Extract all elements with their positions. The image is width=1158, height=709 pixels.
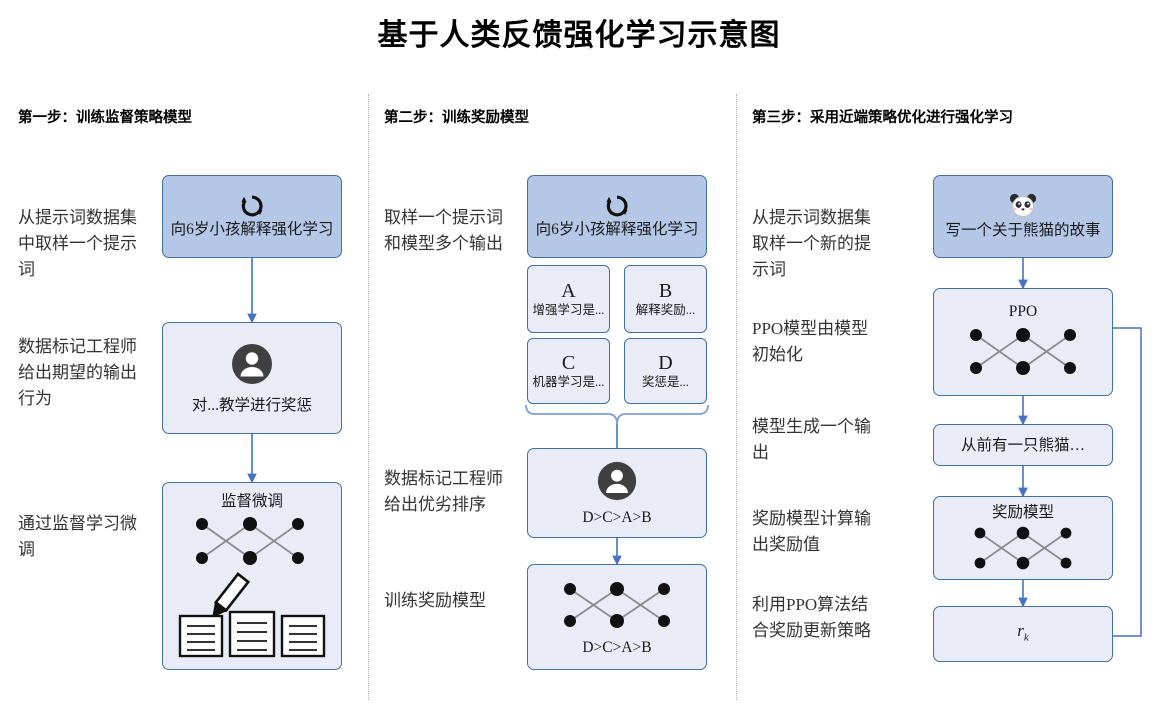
prompt-box-step1-text: 向6岁小孩解释强化学习 xyxy=(170,221,334,238)
refresh-loop-icon xyxy=(604,193,630,219)
person-icon xyxy=(595,459,639,503)
reward-value-box[interactable]: rk xyxy=(933,606,1113,662)
generated-output-text: 从前有一只熊猫… xyxy=(960,436,1085,454)
prompt-box-step3-text: 写一个关于熊猫的故事 xyxy=(945,222,1101,239)
option-b-sub: 解释奖励... xyxy=(635,302,696,317)
step-heading-1: 第一步：训练监督策略模型 xyxy=(18,110,192,126)
prompt-box-step3[interactable]: 写一个关于熊猫的故事 xyxy=(933,175,1113,258)
prompt-box-step2-text: 向6岁小孩解释强化学习 xyxy=(535,221,699,238)
ppo-model-box[interactable]: PPO xyxy=(933,288,1113,396)
person-icon xyxy=(229,341,275,387)
col2-desc-2: 数据标记工程师给出优劣排序 xyxy=(384,469,503,514)
labeler-ranking-box[interactable]: D>C>A>B xyxy=(527,448,707,538)
reward-subscript: k xyxy=(1023,631,1029,644)
prompt-box-step1[interactable]: 向6岁小孩解释强化学习 xyxy=(162,175,342,258)
reward-model-train-text: D>C>A>B xyxy=(582,638,652,656)
sft-box[interactable]: 监督微调 xyxy=(162,482,342,670)
option-b-label: B xyxy=(658,279,673,302)
labeler-ranking-text: D>C>A>B xyxy=(582,508,652,526)
prompt-box-step2[interactable]: 向6岁小孩解释强化学习 xyxy=(527,175,707,258)
reward-model-box[interactable]: 奖励模型 xyxy=(933,496,1113,580)
option-d-sub: 奖惩是... xyxy=(642,374,689,389)
column-divider-1 xyxy=(368,94,369,700)
panda-icon xyxy=(1008,192,1038,220)
refresh-loop-icon xyxy=(239,193,265,219)
col1-desc-1: 从提示词数据集中取样一个提示词 xyxy=(18,208,137,279)
labeler-demo-text: 对...教学进行奖惩 xyxy=(191,396,313,414)
option-box-d[interactable]: D 奖惩是... xyxy=(624,338,707,404)
col1-desc-2: 数据标记工程师给出期望的输出行为 xyxy=(18,337,137,408)
reward-model-title: 奖励模型 xyxy=(991,503,1054,521)
neural-net-icon xyxy=(955,523,1091,575)
col1-desc-3: 通过监督学习微调 xyxy=(18,514,137,559)
neural-net-icon xyxy=(948,322,1098,384)
option-a-label: A xyxy=(561,279,576,302)
reward-value-text: rk xyxy=(1017,620,1029,648)
col2-desc-3: 训练奖励模型 xyxy=(384,591,486,610)
col3-desc-2: PPO模型由模型初始化 xyxy=(752,319,869,364)
col3-desc-5: 利用PPO算法结合奖励更新策略 xyxy=(752,595,871,640)
reward-symbol: r xyxy=(1017,620,1024,640)
sft-box-title: 监督微调 xyxy=(220,493,283,510)
labeler-demo-box[interactable]: 对...教学进行奖惩 xyxy=(162,322,342,434)
step-heading-3: 第三步：采用近端策略优化进行强化学习 xyxy=(752,110,1013,126)
col3-desc-1: 从提示词数据集取样一个新的提示词 xyxy=(752,208,871,279)
reward-model-train-box[interactable]: D>C>A>B xyxy=(527,564,707,670)
column-divider-2 xyxy=(736,94,737,700)
col3-desc-3: 模型生成一个输出 xyxy=(752,417,871,462)
option-box-a[interactable]: A 增强学习是... xyxy=(527,265,610,333)
generated-output-box[interactable]: 从前有一只熊猫… xyxy=(933,424,1113,466)
option-box-b[interactable]: B 解释奖励... xyxy=(624,265,707,333)
option-a-sub: 增强学习是... xyxy=(532,302,605,317)
option-d-label: D xyxy=(658,351,673,374)
page-title: 基于人类反馈强化学习示意图 xyxy=(377,19,781,52)
step-heading-2: 第二步：训练奖励模型 xyxy=(384,110,529,126)
col3-desc-4: 奖励模型计算输出奖励值 xyxy=(752,509,871,554)
neural-net-pencil-docs-icon xyxy=(172,512,332,662)
col2-desc-1: 取样一个提示词和模型多个输出 xyxy=(384,208,503,253)
ppo-model-title: PPO xyxy=(1008,302,1038,320)
option-c-label: C xyxy=(561,351,576,374)
option-c-sub: 机器学习是... xyxy=(532,374,605,389)
option-box-c[interactable]: C 机器学习是... xyxy=(527,338,610,404)
neural-net-icon xyxy=(542,577,692,637)
